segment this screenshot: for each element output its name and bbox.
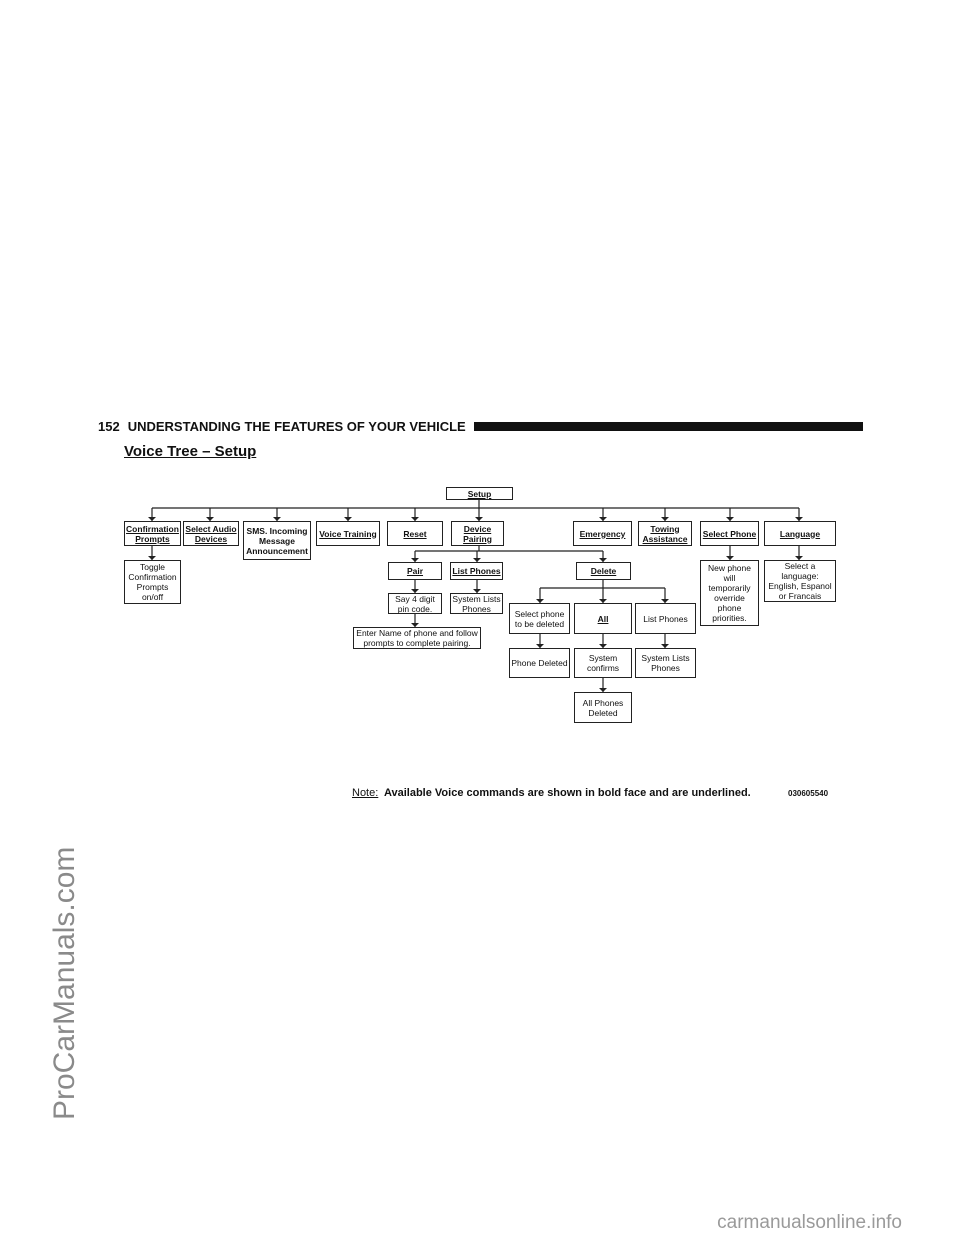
node-list-phones-plain: List Phones [635,603,696,634]
node-toggle-confirmation: Toggle Confirmation Prompts on/off [124,560,181,604]
node-select-language: Select a language: English, Espanol or F… [764,560,836,602]
node-all-phones-deleted: All Phones Deleted [574,692,632,723]
note-label: Note: [352,787,379,799]
node-device-pairing: Device Pairing [451,521,504,546]
node-system-confirms: System confirms [574,648,632,678]
node-sms-incoming: SMS. Incoming Message Announcement [243,521,311,560]
section-title: UNDERSTANDING THE FEATURES OF YOUR VEHIC… [127,418,466,434]
node-voice-training: Voice Training [316,521,380,546]
node-confirmation-prompts: Confirmation Prompts [124,521,181,546]
node-system-lists-phones-2: System Lists Phones [635,648,696,678]
diagram-title: Voice Tree – Setup [124,443,257,460]
node-new-phone-override: New phone will temporarily override phon… [700,560,759,626]
node-pair: Pair [388,562,442,580]
node-all: All [574,603,632,634]
node-list-phones: List Phones [450,562,503,580]
figure-code: 030605540 [788,789,829,798]
page-header: 152 UNDERSTANDING THE FEATURES OF YOUR V… [98,418,863,434]
node-system-lists-phones-1: System Lists Phones [450,593,503,614]
node-delete: Delete [576,562,631,580]
node-say-pin: Say 4 digit pin code. [388,593,442,614]
watermark-carmanualsonline: carmanualsonline.info [717,1212,902,1233]
node-setup: Setup [446,487,513,500]
node-emergency: Emergency [573,521,632,546]
note: Note: Available Voice commands are shown… [352,787,751,799]
node-reset: Reset [387,521,443,546]
note-text: Available Voice commands are shown in bo… [383,787,751,799]
node-select-phone: Select Phone [700,521,759,546]
header-rule [473,421,863,431]
node-select-phone-to-delete: Select phone to be deleted [509,603,570,634]
page-number: 152 [98,418,120,434]
node-phone-deleted: Phone Deleted [509,648,570,678]
node-towing-assistance: Towing Assistance [638,521,692,546]
node-select-audio-devices: Select Audio Devices [183,521,239,546]
node-enter-name: Enter Name of phone and follow prompts t… [353,627,481,649]
node-language: Language [764,521,836,546]
